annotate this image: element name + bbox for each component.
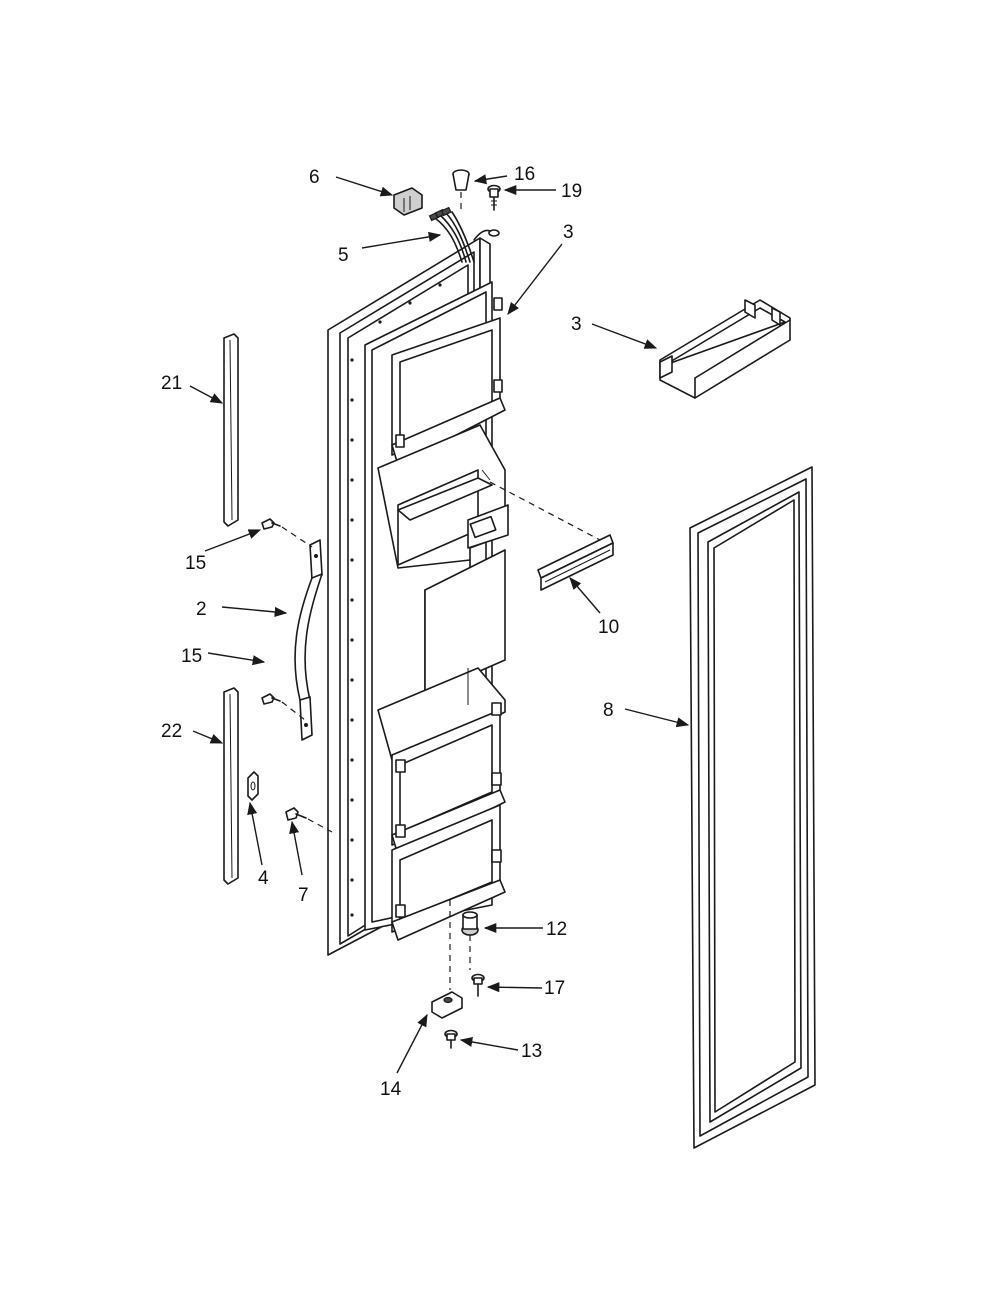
callout-17: 17 (544, 978, 565, 999)
door-flange-rivets (350, 283, 442, 917)
wire-connector (393, 187, 423, 216)
handle-screw-upper (261, 518, 313, 548)
callout-10: 10 (598, 617, 619, 638)
callout-5: 5 (338, 245, 349, 266)
callout-8: 8 (603, 700, 614, 721)
grommet (452, 169, 470, 212)
callout-22: 22 (161, 721, 182, 742)
callout-13: 13 (521, 1041, 542, 1062)
handle-screw-lower (261, 693, 306, 721)
callout-21: 21 (161, 373, 182, 394)
callout-4: 4 (258, 868, 269, 889)
wire-harness (428, 206, 500, 263)
screw-7 (285, 807, 333, 833)
callout-19: 19 (561, 181, 582, 202)
callout-3: 3 (571, 314, 582, 335)
callout-12: 12 (546, 919, 567, 940)
callout-labels: 3 2 3 4 5 6 7 8 10 12 13 14 15 15 16 17 … (161, 164, 619, 1100)
callout-1: 3 (563, 222, 574, 243)
trim-clip (247, 771, 259, 801)
door-gasket (689, 466, 816, 1149)
screw-19 (487, 184, 501, 211)
door-trim-upper (223, 333, 239, 527)
callout-14: 14 (380, 1079, 402, 1100)
hinge-bracket (431, 900, 463, 1019)
leader-arrows (189, 174, 690, 1074)
dispenser-trim-strip (489, 481, 614, 591)
callout-6: 6 (309, 167, 320, 188)
door-handle (294, 539, 323, 741)
door-bin-bottom (391, 804, 506, 941)
callout-15-upper: 15 (185, 553, 206, 574)
screw-13 (444, 1029, 458, 1049)
door-shelf-bin (659, 299, 791, 399)
door-bin-top (391, 297, 506, 466)
hinge-pin (461, 911, 479, 970)
callout-7: 7 (298, 885, 309, 906)
callout-16: 16 (514, 164, 535, 185)
dispenser-housing (377, 424, 509, 696)
callout-15-lower: 15 (181, 646, 202, 667)
callout-2: 2 (196, 599, 207, 620)
door-assembly (327, 237, 509, 956)
door-trim-lower (223, 687, 239, 885)
screw-17 (471, 973, 485, 997)
